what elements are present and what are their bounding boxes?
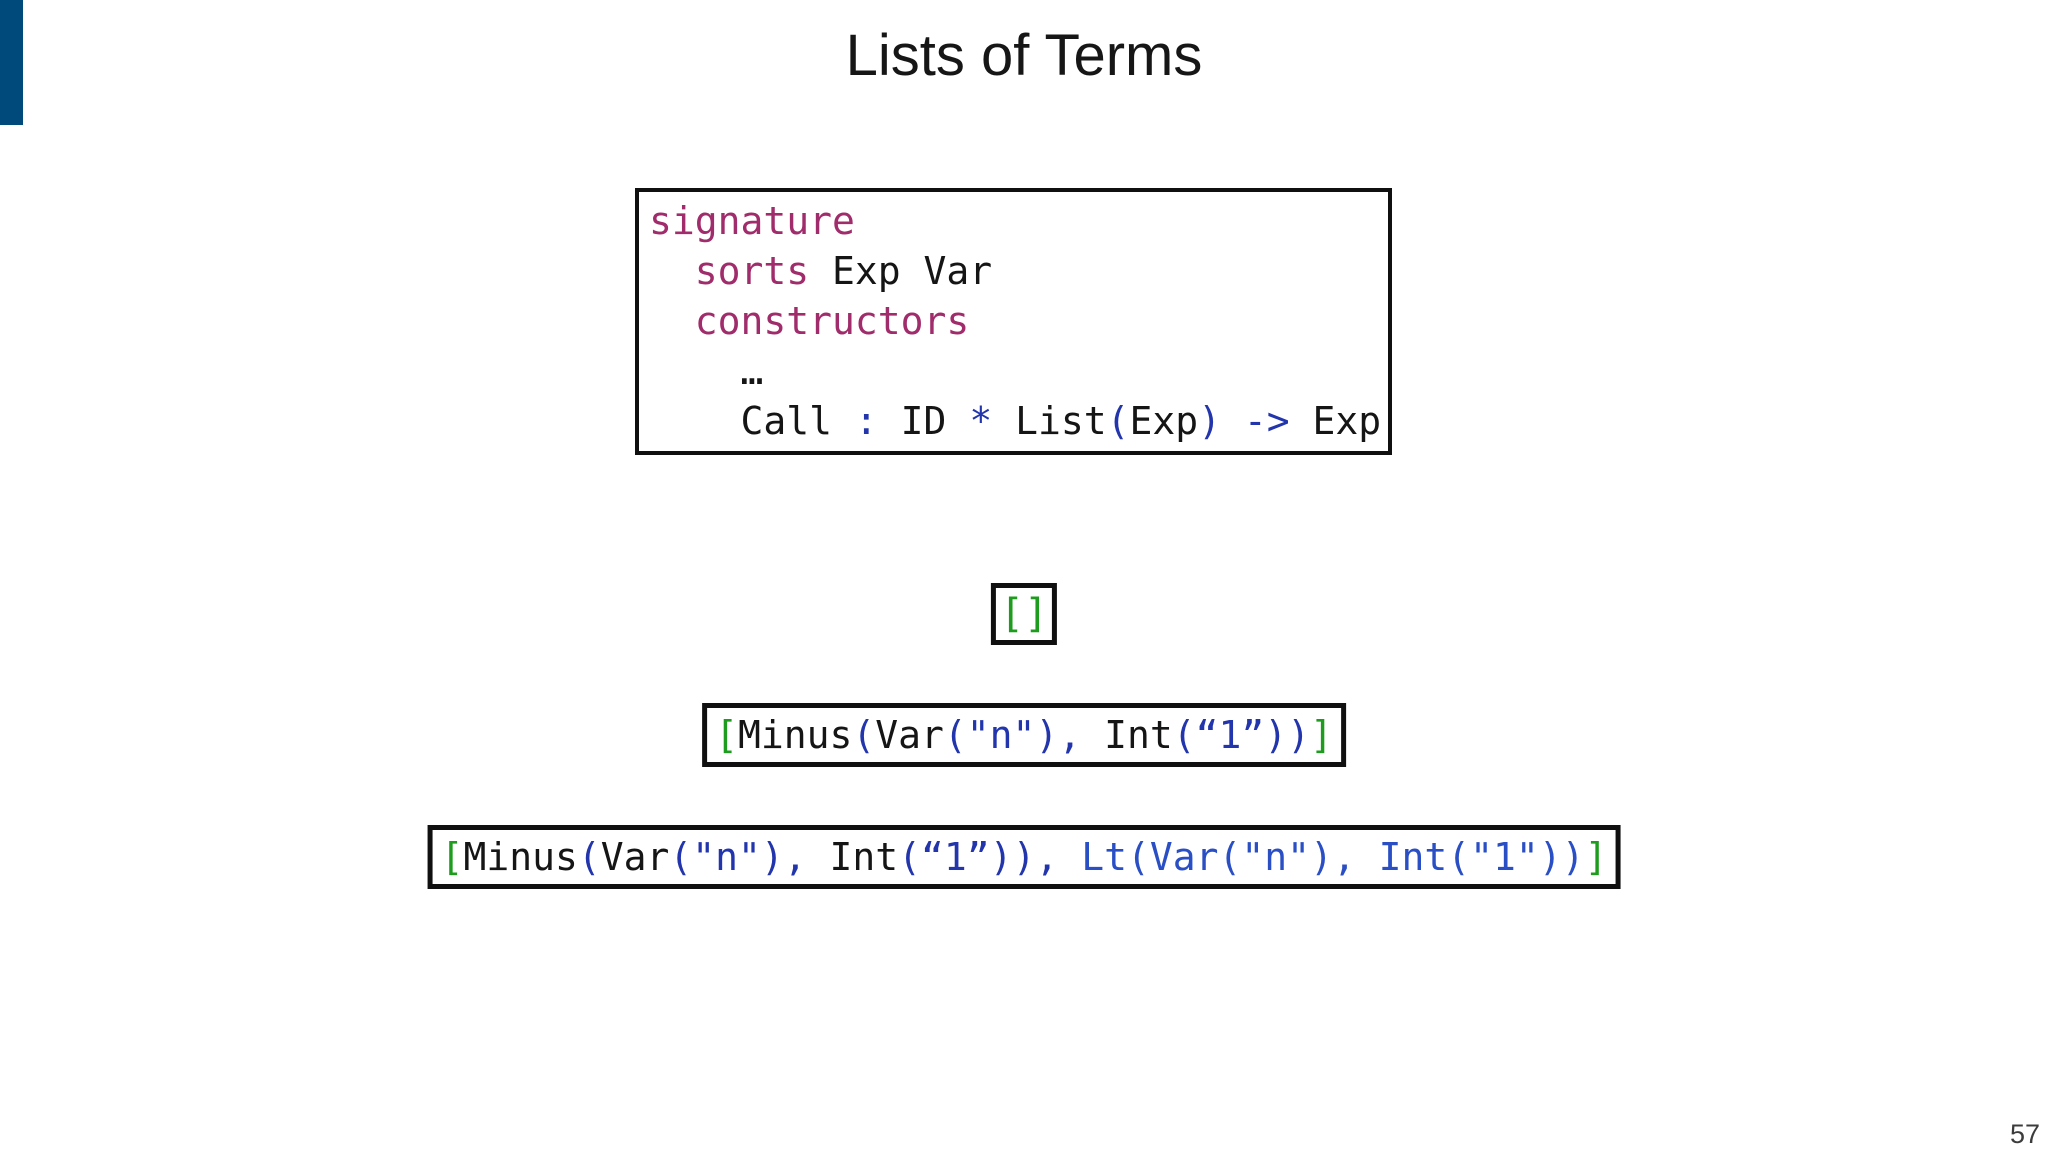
code-segment: * <box>969 399 993 443</box>
code-segment: [ <box>715 713 738 757</box>
code-segment <box>649 249 695 293</box>
code-segment: (“1”) <box>1172 713 1288 757</box>
code-segment: ( <box>1106 399 1130 443</box>
code-segment: ] <box>1310 713 1333 757</box>
code-line: constructors <box>649 296 1380 346</box>
code-segment: -> <box>1243 399 1290 443</box>
code-segment: ] <box>1584 835 1608 879</box>
page-number: 57 <box>2009 1119 2040 1149</box>
code-segment: Lt(Var("n"), Int("1")) <box>1081 835 1585 879</box>
code-segment: ID <box>877 399 970 443</box>
code-segment: , <box>1035 835 1082 879</box>
two-element-list-box: [Minus(Var("n"), Int(“1”)), Lt(Var("n"),… <box>427 825 1621 889</box>
code-segment: Minus <box>738 713 853 757</box>
code-line: sorts Exp Var <box>649 246 1380 296</box>
code-segment <box>1221 399 1244 443</box>
code-segment: Var <box>600 835 670 879</box>
code-segment: Call <box>649 399 855 443</box>
code-segment: List <box>992 399 1107 443</box>
code-segment: Int <box>829 835 899 879</box>
code-segment: , <box>783 835 830 879</box>
code-line: signature <box>649 196 1380 246</box>
code-segment: ) <box>1287 713 1310 757</box>
code-segment: Var <box>875 713 944 757</box>
code-segment: , <box>1058 713 1105 757</box>
code-segment: ( <box>577 835 601 879</box>
code-segment: : <box>854 399 878 443</box>
code-segment: Exp <box>1129 399 1199 443</box>
code-segment: Minus <box>463 835 578 879</box>
code-segment: [ <box>440 835 464 879</box>
code-segment: sorts <box>694 249 810 293</box>
code-line: … <box>649 346 1380 396</box>
slide-title: Lists of Terms <box>845 23 1203 88</box>
code-segment: ( <box>852 713 876 757</box>
code-segment: Exp <box>1289 399 1382 443</box>
code-segment: ("n") <box>943 713 1059 757</box>
code-segment: ) <box>1012 835 1036 879</box>
code-segment: … <box>649 349 764 393</box>
code-segment: (“1”) <box>898 835 1013 879</box>
code-segment: Int <box>1104 713 1173 757</box>
code-segment <box>649 299 695 343</box>
code-segment: Exp Var <box>809 249 993 293</box>
code-segment: signature <box>649 199 855 243</box>
empty-list-box: [] <box>990 583 1058 645</box>
code-segment: constructors <box>694 299 970 343</box>
code-segment: [] <box>999 591 1049 637</box>
code-segment: ("n") <box>669 835 784 879</box>
code-line: Call : ID * List(Exp) -> Exp <box>649 396 1382 446</box>
singleton-list-box: [Minus(Var("n"), Int(“1”))] <box>702 703 1346 767</box>
code-segment: ) <box>1198 399 1222 443</box>
accent-bar <box>0 0 23 125</box>
signature-code-box: signature sorts Exp Var constructors … C… <box>635 188 1392 455</box>
